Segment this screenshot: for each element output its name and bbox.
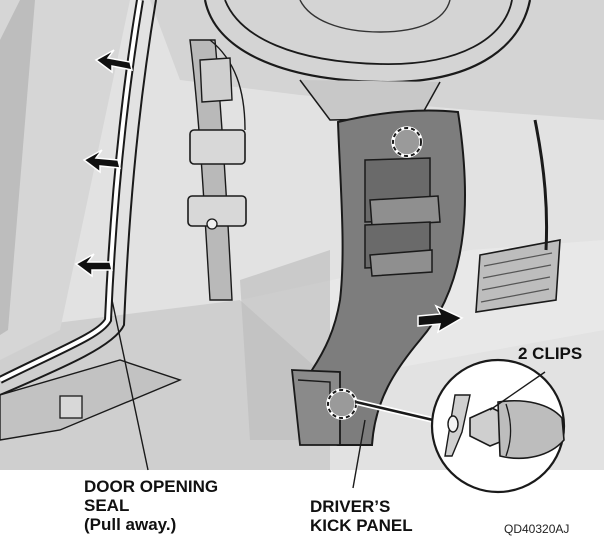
- interior-background: [0, 0, 604, 470]
- pull-arrow-icon: [417, 304, 464, 334]
- clips-label: 2 CLIPS: [518, 344, 583, 363]
- door-seal-label-line3: (Pull away.): [84, 515, 177, 534]
- door-seal-label-line1: DOOR OPENING: [84, 477, 219, 496]
- door-seal-label-line2: SEAL: [84, 496, 130, 515]
- clip-location-icon: [326, 126, 423, 420]
- clip-detail-icon: [430, 358, 566, 494]
- pull-arrow-icon: [74, 49, 134, 278]
- kick-panel-label-line2: KICK PANEL: [310, 516, 413, 535]
- figure-code: QD40320AJ: [504, 522, 570, 536]
- kick-panel-label-line1: DRIVER’S: [310, 497, 391, 516]
